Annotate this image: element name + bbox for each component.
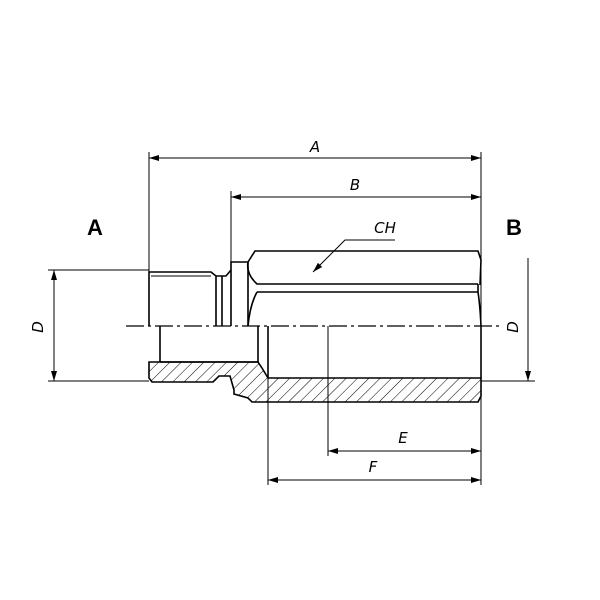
section-hatch <box>148 361 482 403</box>
label-F: F <box>369 458 378 476</box>
hex-body <box>246 250 482 378</box>
side-label-right: B <box>506 215 522 240</box>
side-label-left: A <box>87 215 103 240</box>
ch-leader <box>312 239 395 273</box>
label-B: B <box>350 176 360 194</box>
collar <box>230 261 269 378</box>
label-D-left: D <box>29 321 47 333</box>
label-D-right: D <box>504 321 522 333</box>
male-thread <box>148 269 258 363</box>
label-CH: CH <box>374 219 396 237</box>
label-A: A <box>309 138 320 156</box>
label-E: E <box>398 429 408 447</box>
